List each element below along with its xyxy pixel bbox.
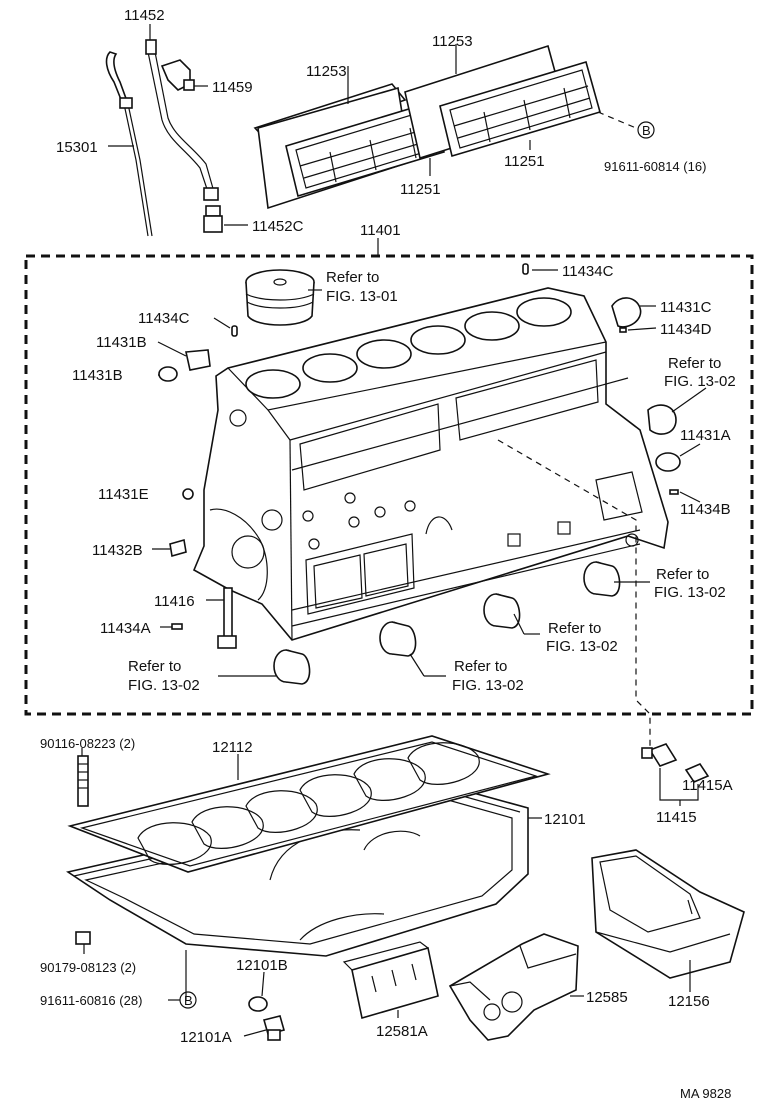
label-refer-left-line2: FIG. 13-02 [128,677,200,694]
bolt-11432B [169,538,187,558]
bolt-set-b-marker [637,121,655,139]
pin-11434C-left [231,325,238,337]
label-refer-mid-right-line1: Refer to [548,620,601,637]
pin-11434D [619,327,627,333]
label-11415: 11415 [656,809,697,826]
bearing-left [273,649,311,685]
label-11434D: 11434D [660,321,712,338]
label-ma-code: MA 9828 [680,1086,731,1101]
stud-90116 [77,755,89,807]
stiffener-12581A [342,941,439,1020]
guide-clamp [160,59,195,91]
oil-pan-cover-12585 [448,933,579,1041]
cylinder-block-frame [24,254,754,716]
label-11431B-2: 11431B [72,367,123,384]
nut-90179 [75,931,91,945]
label-refer-right-lower-line1: Refer to [656,566,709,583]
label-11401: 11401 [360,222,401,239]
label-refer-left-line1: Refer to [128,658,181,675]
label-11416: 11416 [154,593,195,610]
label-refer-mid-left-line2: FIG. 13-02 [452,677,524,694]
label-11459: 11459 [212,79,253,96]
drain-plug-12101A [263,1015,285,1041]
label-11251-left: 11251 [400,181,441,198]
label-b-marker-2: B [184,993,193,1008]
stud-11416 [217,587,237,649]
label-refer-right-lower-line2: FIG. 13-02 [654,584,726,601]
pin-11434B [669,489,679,495]
plug-11431C [611,297,642,328]
oil-level-gauge [105,51,153,237]
label-15301: 15301 [56,139,98,156]
label-11431B-1: 11431B [96,334,147,351]
guard-12156 [591,849,745,979]
piston [245,269,315,326]
label-11432B: 11432B [92,542,143,559]
label-11434A: 11434A [100,620,151,637]
plug-11431B-2 [158,366,178,382]
label-12101: 12101 [544,811,586,828]
plug-11431E [182,488,194,500]
label-refer-mid-left-line1: Refer to [454,658,507,675]
label-refer-right-upper-line2: FIG. 13-02 [664,373,736,390]
bolt-set-b-marker-2 [179,991,197,1009]
oil-level-gauge-guide [145,39,219,201]
label-91611-60816: 91611-60816 (28) [40,993,142,1008]
plug-refer-upper [647,404,677,435]
label-11431E: 11431E [98,486,149,503]
label-11253-left: 11253 [306,63,347,80]
guide-union [203,205,223,233]
label-refer-mid-right-line2: FIG. 13-02 [546,638,618,655]
side-cover-right [439,60,601,158]
labels: 11452 11459 15301 11452C 11253 11253 112… [40,7,736,1101]
label-11452C: 11452C [252,218,304,235]
label-12112: 12112 [212,739,253,756]
label-b-marker: B [642,123,651,138]
label-11415A: 11415A [682,777,733,794]
pin-11434A [171,623,183,630]
label-12581A: 12581A [376,1023,428,1040]
drain-cock-plug-11415A [684,763,710,783]
plug-11431B-1 [185,349,211,371]
cylinder-block [192,287,669,641]
label-90179-08123: 90179-08123 (2) [40,960,136,975]
label-11253-right: 11253 [432,33,473,50]
label-11434C-left: 11434C [138,310,190,327]
label-11434C-top: 11434C [562,263,614,280]
label-refer-right-upper-line1: Refer to [668,355,721,372]
label-11251-right: 11251 [504,153,545,170]
label-90116-08223: 90116-08223 (2) [40,736,135,751]
label-refer-1301-line2: FIG. 13-01 [326,288,398,305]
label-12101A: 12101A [180,1029,232,1046]
plug-11431A [655,452,681,472]
label-12101B: 12101B [236,957,288,974]
label-11431C: 11431C [660,299,712,316]
bearing-mid-right [483,593,521,629]
pin-11434C-top [522,263,529,275]
label-91611-60814: 91611-60814 (16) [604,159,706,174]
label-refer-1301-line1: Refer to [326,269,379,286]
label-11431A: 11431A [680,427,731,444]
bearing-mid-left [379,621,417,657]
label-11452: 11452 [124,7,165,24]
oil-pan-gasket [67,735,551,873]
label-11434B: 11434B [680,501,731,518]
bearing-right [583,561,621,597]
gasket-12101B [248,996,268,1012]
label-12156: 12156 [668,993,710,1010]
drain-cock-11415 [641,743,678,767]
label-12585: 12585 [586,989,628,1006]
